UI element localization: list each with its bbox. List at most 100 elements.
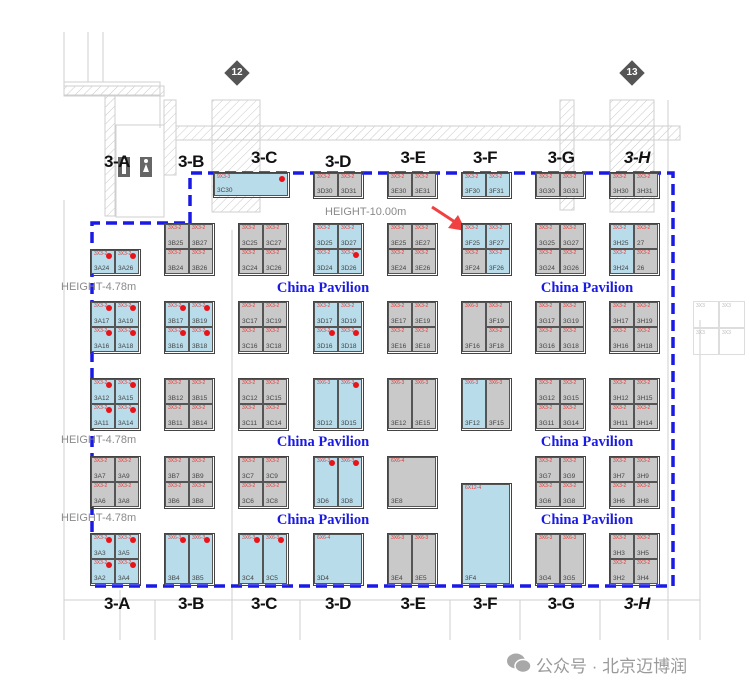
booth-3G16[interactable]: 3X3-23G16: [536, 327, 560, 352]
booth-3F25[interactable]: 3X3-23F25: [462, 224, 486, 249]
booth-3A8[interactable]: 3X3-23A8: [115, 482, 139, 507]
booth-3H18[interactable]: 3X3-23H18: [634, 327, 658, 352]
booth-3C4[interactable]: 3X6-33C4: [239, 534, 263, 584]
booth-3C5[interactable]: 3X6-33C5: [263, 534, 287, 584]
booth-3D31[interactable]: 3X3-23D31: [338, 173, 362, 197]
booth-3A19[interactable]: 3X3-23A19: [115, 302, 139, 327]
booth-3G15[interactable]: 3X3-23G15: [560, 379, 584, 404]
booth-3H25[interactable]: 3X3-23H25: [610, 224, 634, 249]
booth-3H19[interactable]: 3X3-23H19: [634, 302, 658, 327]
booth-3F4[interactable]: 6X12-43F4: [462, 484, 510, 584]
booth-3F19[interactable]: 3X3-23F19: [486, 302, 510, 327]
booth-3H12[interactable]: 3X3-23H12: [610, 379, 634, 404]
booth-3E30[interactable]: 3X3-23E30: [388, 173, 412, 197]
booth-3B14[interactable]: 3X3-23B14: [189, 404, 213, 429]
booth-3H8[interactable]: 3X3-23H8: [634, 482, 658, 507]
booth-3B18[interactable]: 3X3-23B18: [189, 327, 213, 352]
booth-3E8[interactable]: 6X6-43E8: [388, 457, 436, 507]
booth-3D25[interactable]: 3X3-23D25: [314, 224, 338, 249]
booth-3G14[interactable]: 3X3-23G14: [560, 404, 584, 429]
booth-3D4[interactable]: 6X6-43D4: [314, 534, 362, 584]
booth-3F16[interactable]: 3X6-33F16: [462, 302, 486, 352]
booth-3G19[interactable]: 3X3-23G19: [560, 302, 584, 327]
booth-26[interactable]: 3X3-226: [634, 249, 658, 274]
booth-27[interactable]: 3X3-227: [634, 224, 658, 249]
booth-3B15[interactable]: 3X3-23B15: [189, 379, 213, 404]
booth-3A2[interactable]: 3X3-23A2: [91, 559, 115, 584]
booth-3B25[interactable]: 3X3-23B25: [165, 224, 189, 249]
booth-3G26[interactable]: 3X3-23G26: [560, 249, 584, 274]
booth-3A15[interactable]: 3X3-23A15: [115, 379, 139, 404]
booth-3H2[interactable]: 3X3-23H2: [610, 559, 634, 584]
booth-3C27[interactable]: 3X3-23C27: [263, 224, 287, 249]
booth-3C19[interactable]: 3X3-23C19: [263, 302, 287, 327]
booth-3H16[interactable]: 3X3-23H16: [610, 327, 634, 352]
booth-3F30[interactable]: 3X3-23F30: [462, 173, 486, 197]
booth-3E25[interactable]: 3X3-23E25: [388, 224, 412, 249]
booth-3F24[interactable]: 3X3-23F24: [462, 249, 486, 274]
booth-3H3[interactable]: 3X3-23H3: [610, 534, 634, 559]
booth-3F26[interactable]: 3X3-23F26: [486, 249, 510, 274]
booth-3F31[interactable]: 3X3-23F31: [486, 173, 510, 197]
booth-3H9[interactable]: 3X3-23H9: [634, 457, 658, 482]
booth-3A4[interactable]: 3X3-23A4: [115, 559, 139, 584]
booth-3A16[interactable]: 3X3-23A16: [91, 327, 115, 352]
booth-3G30[interactable]: 3X3-23G30: [536, 173, 560, 197]
booth-3D24[interactable]: 3X3-23D24: [314, 249, 338, 274]
booth-3E19[interactable]: 3X3-23E19: [412, 302, 436, 327]
booth-3H11[interactable]: 3X3-23H11: [610, 404, 634, 429]
booth-3B19[interactable]: 3X3-23B19: [189, 302, 213, 327]
booth-3C15[interactable]: 3X3-23C15: [263, 379, 287, 404]
booth-3B26[interactable]: 3X3-23B26: [189, 249, 213, 274]
booth-3H31[interactable]: 3X3-23H31: [634, 173, 658, 197]
booth-3G8[interactable]: 3X3-23G8: [560, 482, 584, 507]
booth-3G27[interactable]: 3X3-23G27: [560, 224, 584, 249]
booth-3G11[interactable]: 3X3-23G11: [536, 404, 560, 429]
booth-3D15[interactable]: 3X6-33D15: [338, 379, 362, 429]
booth-3E12[interactable]: 3X6-33E12: [388, 379, 412, 429]
booth-3G7[interactable]: 3X3-23G7: [536, 457, 560, 482]
booth-3E31[interactable]: 3X3-23E31: [412, 173, 436, 197]
booth-3C16[interactable]: 3X3-23C16: [239, 327, 263, 352]
booth-3E24[interactable]: 3X3-23E24: [388, 249, 412, 274]
booth-3H30[interactable]: 3X3-23H30: [610, 173, 634, 197]
booth-3A24[interactable]: 3X3-23A24: [91, 250, 115, 274]
booth-3G25[interactable]: 3X3-23G25: [536, 224, 560, 249]
booth-3D8[interactable]: 3X6-33D8: [338, 457, 362, 507]
booth-3B17[interactable]: 3X3-23B17: [165, 302, 189, 327]
booth-3C14[interactable]: 3X3-23C14: [263, 404, 287, 429]
booth-3A6[interactable]: 3X3-23A6: [91, 482, 115, 507]
booth-3B27[interactable]: 3X3-23B27: [189, 224, 213, 249]
booth-3G31[interactable]: 3X3-23G31: [560, 173, 584, 197]
booth-3E16[interactable]: 3X3-23E16: [388, 327, 412, 352]
booth-3C11[interactable]: 3X3-23C11: [239, 404, 263, 429]
booth-3C7[interactable]: 3X3-23C7: [239, 457, 263, 482]
booth-3D17[interactable]: 3X3-23D17: [314, 302, 338, 327]
booth-3H14[interactable]: 3X3-23H14: [634, 404, 658, 429]
booth-3B12[interactable]: 3X3-23B12: [165, 379, 189, 404]
booth-3E18[interactable]: 3X3-23E18: [412, 327, 436, 352]
booth-3D16[interactable]: 3X3-23D16: [314, 327, 338, 352]
booth-3B5[interactable]: 3X6-33B5: [189, 534, 213, 584]
booth-3C18[interactable]: 3X3-23C18: [263, 327, 287, 352]
booth-3D12[interactable]: 3X6-33D12: [314, 379, 338, 429]
booth-3E15[interactable]: 3X6-33E15: [412, 379, 436, 429]
booth-3C12[interactable]: 3X3-23C12: [239, 379, 263, 404]
booth-3F12[interactable]: 3X6-33F12: [462, 379, 486, 429]
booth-3C8[interactable]: 3X3-23C8: [263, 482, 287, 507]
booth-3H6[interactable]: 3X3-23H6: [610, 482, 634, 507]
booth-3A3[interactable]: 3X3-23A3: [91, 534, 115, 559]
booth-3C24[interactable]: 3X3-23C24: [239, 249, 263, 274]
booth-3H5[interactable]: 3X3-23H5: [634, 534, 658, 559]
booth-3E4[interactable]: 3X6-33E4: [388, 534, 412, 584]
booth-3B9[interactable]: 3X3-23B9: [189, 457, 213, 482]
booth-3B24[interactable]: 3X3-23B24: [165, 249, 189, 274]
booth-3B11[interactable]: 3X3-23B11: [165, 404, 189, 429]
booth-3A17[interactable]: 3X3-23A17: [91, 302, 115, 327]
booth-3A18[interactable]: 3X3-23A18: [115, 327, 139, 352]
booth-3C26[interactable]: 3X3-23C26: [263, 249, 287, 274]
booth-3F15[interactable]: 3X6-33F15: [486, 379, 510, 429]
booth-3B6[interactable]: 3X3-23B6: [165, 482, 189, 507]
booth-3A5[interactable]: 3X3-23A5: [115, 534, 139, 559]
booth-3E27[interactable]: 3X3-23E27: [412, 224, 436, 249]
